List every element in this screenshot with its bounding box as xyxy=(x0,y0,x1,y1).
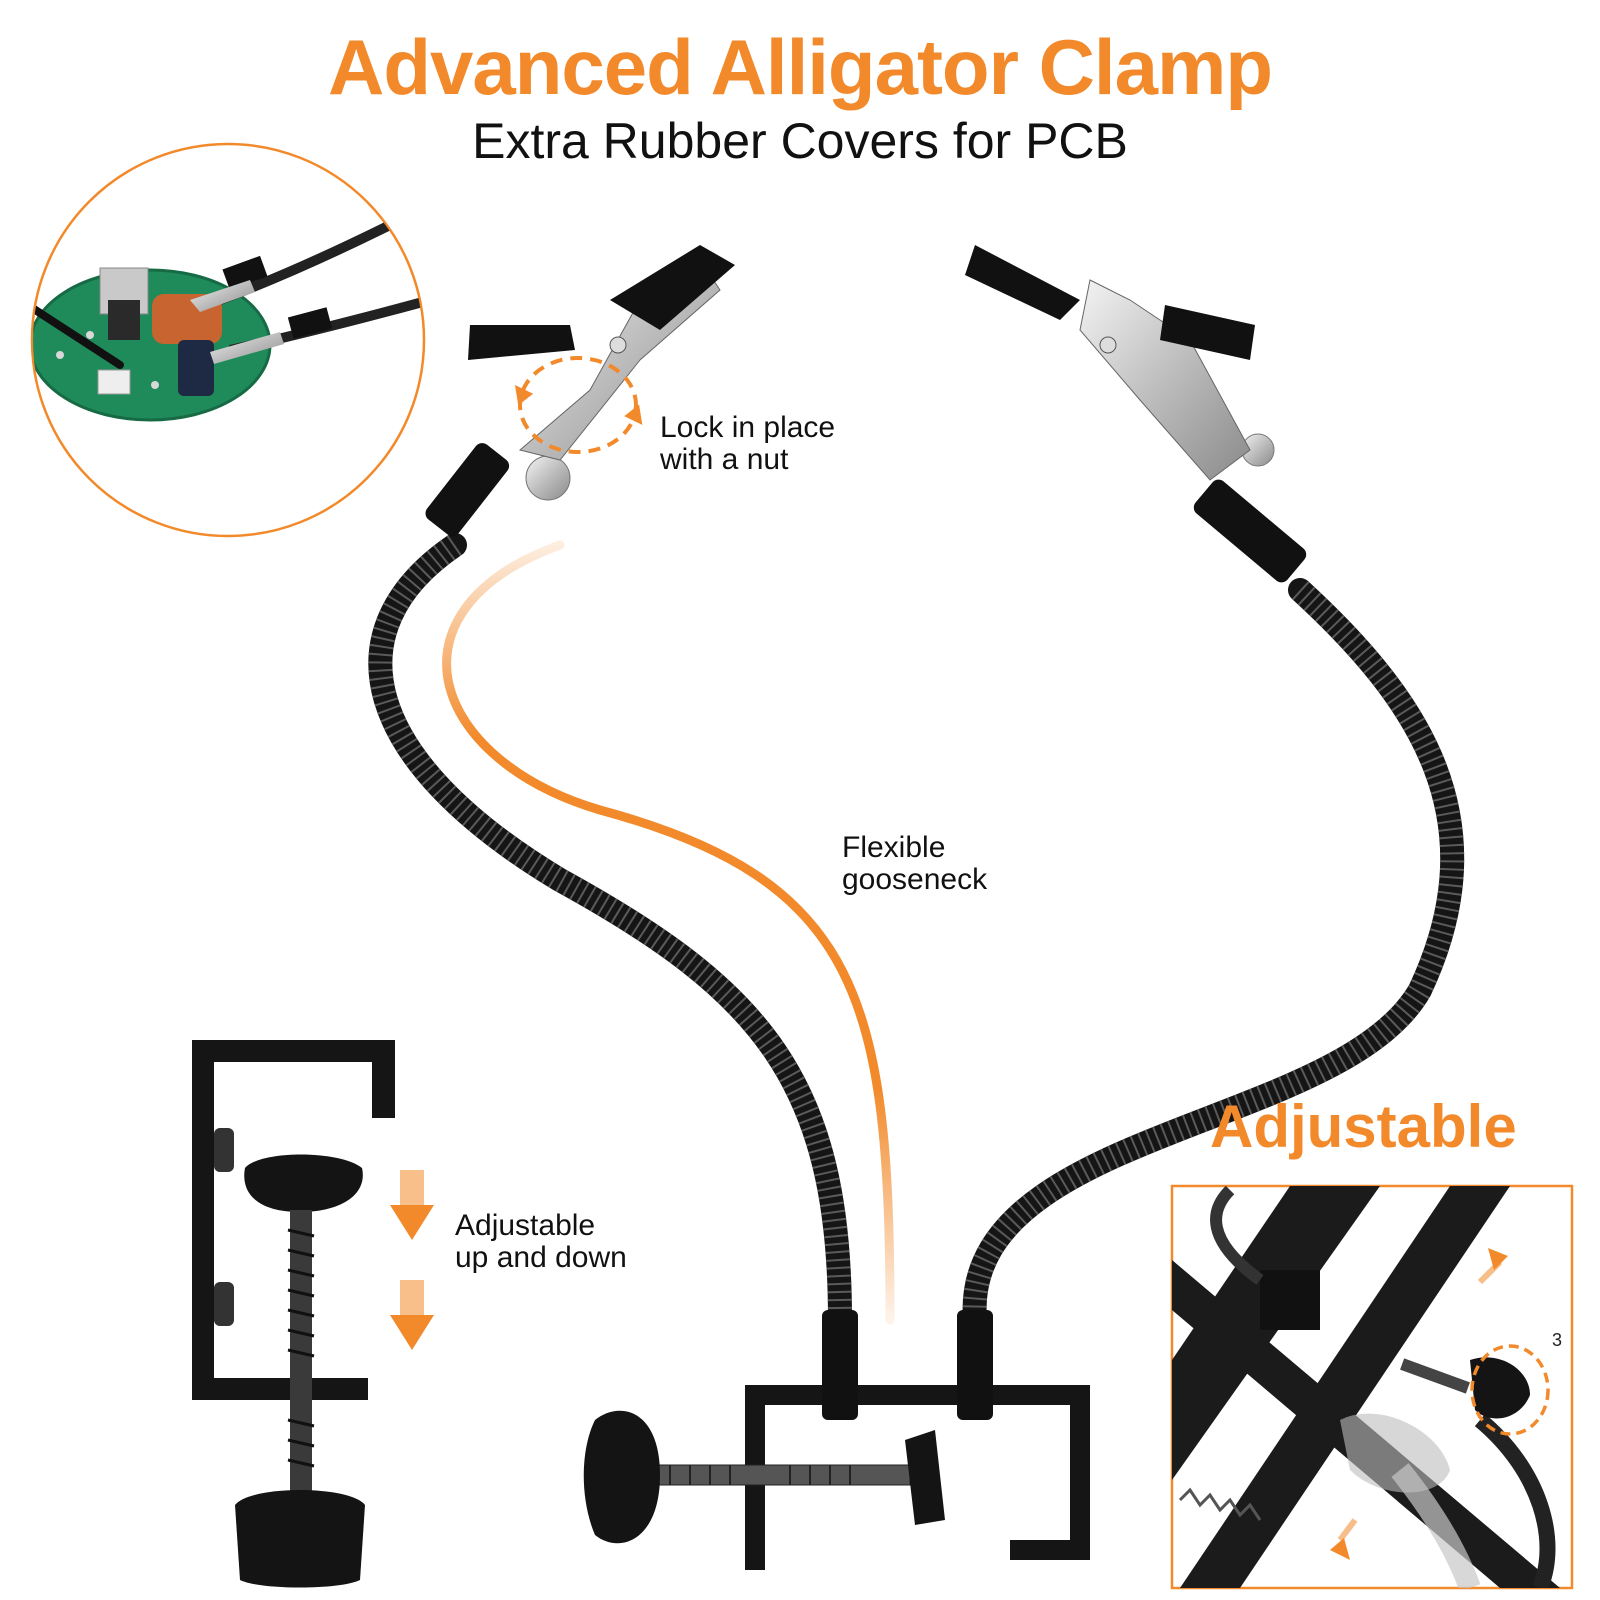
down-arrow-icon xyxy=(390,1170,434,1350)
up-down-callout-line-2: up and down xyxy=(455,1241,627,1274)
c-clamp-base xyxy=(583,1310,1090,1570)
lock-callout: Lock in place with a nut xyxy=(660,412,835,476)
gooseneck-callout: Flexible gooseneck xyxy=(842,832,987,896)
lock-callout-line-2: with a nut xyxy=(660,443,789,476)
alligator-clip-left xyxy=(425,245,735,537)
page-title: Advanced Alligator Clamp xyxy=(328,23,1273,111)
flex-guide-curve xyxy=(442,540,895,1325)
gooseneck-arm-right xyxy=(962,578,1465,1332)
page-subtitle: Extra Rubber Covers for PCB xyxy=(472,113,1128,169)
gooseneck-callout-line-1: Flexible xyxy=(842,831,946,864)
detail-inset-image xyxy=(1170,1184,1574,1590)
detail-title: Adjustable xyxy=(1210,1093,1517,1160)
rotate-arrow-icon xyxy=(514,356,643,454)
pcb-inset-image xyxy=(30,142,426,538)
alligator-clip-right xyxy=(965,245,1307,583)
detail-number: 3 xyxy=(1552,1330,1563,1350)
gooseneck-callout-line-2: gooseneck xyxy=(842,863,988,896)
gooseneck-arm-left xyxy=(368,533,852,1332)
up-down-callout-line-1: Adjustable xyxy=(455,1209,596,1242)
up-down-callout: Adjustable up and down xyxy=(455,1210,627,1274)
lock-callout-line-1: Lock in place xyxy=(660,411,836,444)
c-clamp-side-view xyxy=(192,1040,395,1588)
